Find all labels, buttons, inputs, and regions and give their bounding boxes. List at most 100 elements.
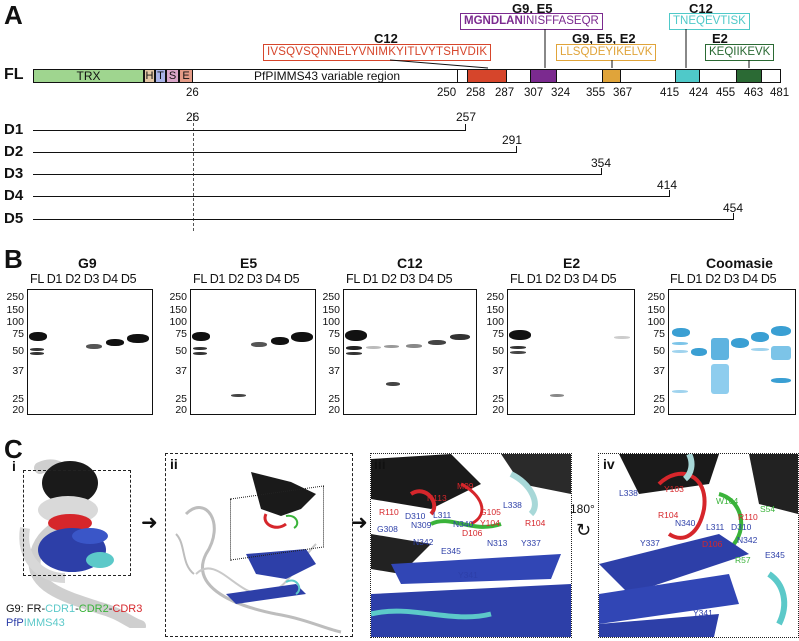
band (731, 338, 749, 348)
blot-lanes-g9: FL D1 D2 D3 D4 D5 (30, 272, 137, 286)
residue-iii-n309: N309 (411, 520, 432, 530)
residue-iii-r104: R104 (525, 518, 546, 528)
epitope-block-c12-2 (675, 69, 700, 83)
mw-c12-20: 20 (328, 404, 340, 416)
arrow-right-icon-2: ➜ (351, 512, 368, 534)
residue-iv-n340: N340 (675, 518, 696, 528)
legend-sep2: - (108, 603, 113, 615)
blot-title-e2: E2 (563, 255, 581, 271)
mw-c12-250: 250 (322, 291, 340, 303)
blot-lanes-coomasie: FL D1 D2 D3 D4 D5 (670, 272, 777, 286)
band (614, 336, 630, 339)
band (510, 351, 526, 354)
mw-coom-150: 150 (647, 304, 665, 316)
residue-iii-n113: N113 (427, 493, 447, 503)
band (193, 347, 207, 350)
residue-iii-g308: G308 (377, 524, 398, 534)
band (711, 364, 729, 394)
band (346, 352, 362, 355)
mw-coom-250: 250 (647, 291, 665, 303)
mw-e5-25: 25 (175, 393, 187, 405)
rotate-icon: ↻ (576, 520, 592, 540)
band (672, 342, 688, 345)
blot-e5 (190, 289, 316, 415)
panel-a-letter: A (4, 0, 23, 30)
subpanel-ii: ii (170, 456, 178, 472)
mw-e2-37: 37 (492, 365, 504, 377)
panel-iv-frame (598, 453, 799, 638)
zoom-region-ii (230, 485, 324, 561)
deletion-line-d5 (33, 219, 733, 220)
fl-tick-258: 258 (466, 87, 486, 99)
residue-iii-d106: D106 (462, 528, 483, 538)
band (672, 328, 690, 337)
deletion-end-d1 (465, 124, 466, 131)
structure-iii (371, 454, 571, 637)
mw-g9-37: 37 (12, 365, 24, 377)
blot-title-c12: C12 (397, 255, 423, 271)
band (771, 378, 791, 383)
fl-tick-250: 250 (437, 87, 457, 99)
band (251, 342, 267, 347)
epitope-seq-g9e5e2: LLSQDEYIKELVK (556, 44, 657, 61)
blot-c12 (343, 289, 477, 415)
legend-cdr2: CDR2 (78, 603, 109, 615)
deletion-label-d5: D5 (4, 210, 24, 227)
mw-c12-100: 100 (322, 316, 340, 328)
mw-c12-37: 37 (328, 365, 340, 377)
structure-iv (599, 454, 798, 637)
band (691, 348, 707, 356)
band (86, 344, 102, 349)
band (291, 332, 313, 342)
deletion-start-26: 26 (186, 110, 200, 124)
residue-iv-y337: Y337 (640, 538, 660, 548)
residue-iii-y104: Y104 (480, 518, 500, 528)
band (672, 350, 688, 353)
mw-g9-25: 25 (12, 393, 24, 405)
residue-iii-d310: D310 (405, 511, 426, 521)
blot-lanes-e2: FL D1 D2 D3 D4 D5 (510, 272, 617, 286)
fl-divider-250 (457, 69, 458, 83)
fl-tick-287: 287 (495, 87, 515, 99)
mw-c12-75: 75 (328, 328, 340, 340)
deletion-line-d3 (33, 174, 601, 175)
deletion-end-d3 (601, 168, 602, 175)
band (450, 334, 470, 340)
fl-tick-26: 26 (186, 87, 199, 99)
residue-iii-y337: Y337 (521, 538, 541, 548)
fl-tick-455: 455 (716, 87, 736, 99)
residue-iii-e345: E345 (441, 546, 461, 556)
band (510, 346, 526, 349)
band (30, 348, 44, 351)
legend-line2: PfPIMMS43 (6, 617, 65, 629)
residue-iv-r110: R110 (738, 512, 758, 522)
residue-iv-n342: N342 (737, 535, 758, 545)
epitope-block-g9e5 (530, 69, 557, 83)
mw-g9-100: 100 (6, 316, 24, 328)
residue-iii-l338: L338 (503, 500, 522, 510)
residue-iv-e345: E345 (765, 550, 785, 560)
fl-tick-481: 481 (770, 87, 790, 99)
domain-e: E (179, 69, 193, 83)
subpanel-iii: iii (374, 456, 386, 472)
mw-e2-100: 100 (486, 316, 504, 328)
mw-coom-50: 50 (653, 345, 665, 357)
residue-iii-l311: L311 (433, 510, 452, 520)
mw-coom-75: 75 (653, 328, 665, 340)
mw-coom-20: 20 (653, 404, 665, 416)
blot-lanes-c12: FL D1 D2 D3 D4 D5 (346, 272, 453, 286)
mw-g9-75: 75 (12, 328, 24, 340)
band (711, 338, 729, 360)
epitope-block-c12-1 (467, 69, 507, 83)
mw-c12-50: 50 (328, 345, 340, 357)
residue-iv-r104: R104 (658, 510, 679, 520)
deletion-label-d2: D2 (4, 143, 24, 160)
mw-g9-250: 250 (6, 291, 24, 303)
epitope-connectors (389, 29, 750, 69)
panel-b-letter: B (4, 244, 23, 274)
selection-box-i (23, 470, 131, 576)
residue-iii-n313: N313 (487, 538, 508, 548)
mw-c12-150: 150 (322, 304, 340, 316)
domain-variable-label: PfPIMMS43 variable region (254, 69, 401, 83)
domain-s: S (166, 69, 179, 83)
